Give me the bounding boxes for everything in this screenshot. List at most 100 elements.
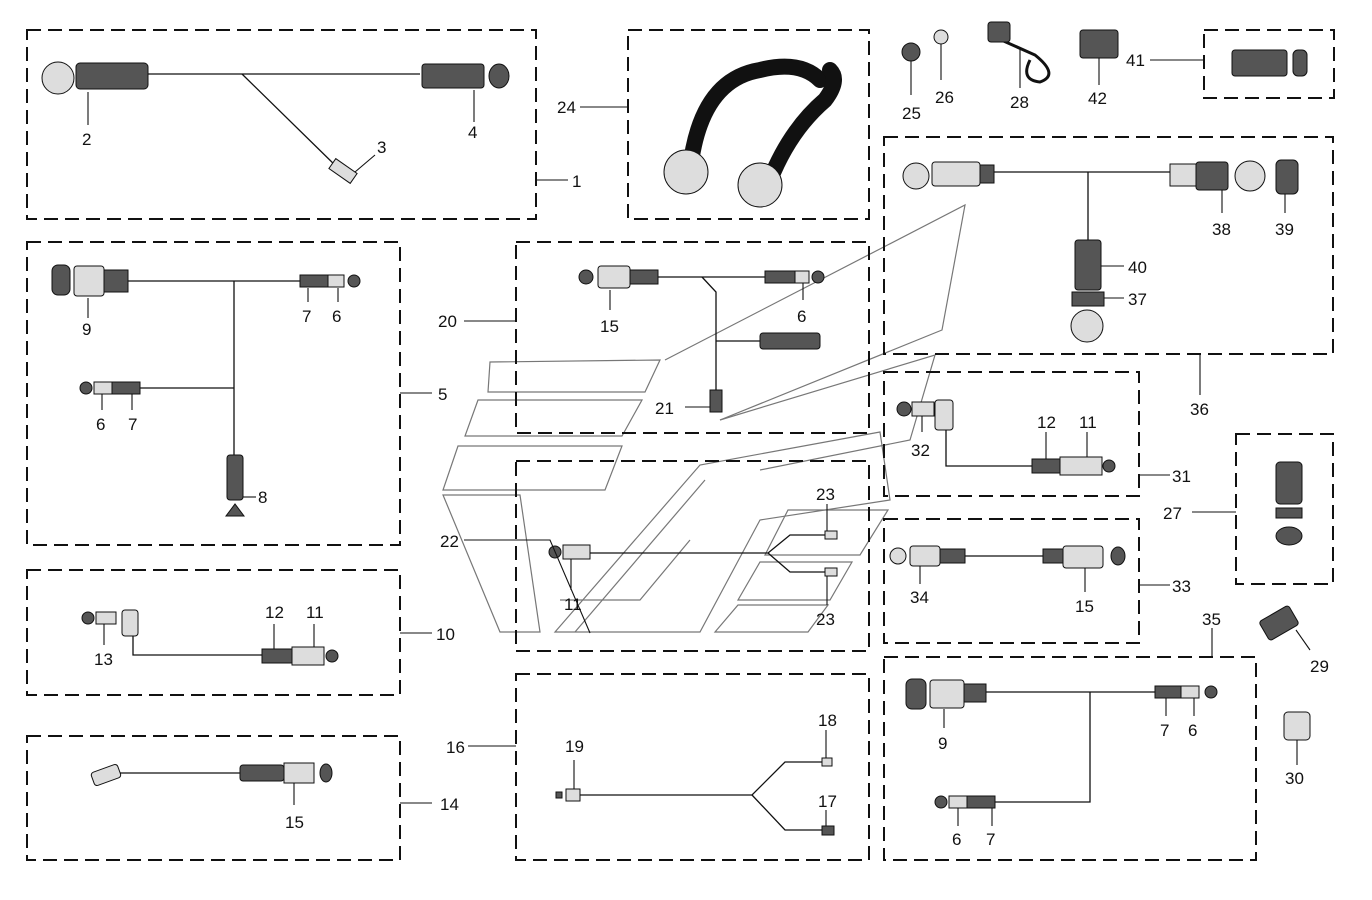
relay-42	[1079, 29, 1119, 59]
ring-37	[1071, 291, 1105, 307]
connector-38	[1195, 161, 1229, 191]
cap-39	[1275, 159, 1299, 195]
group-box-36	[883, 136, 1334, 355]
connector-24a	[663, 149, 709, 195]
plug-2	[75, 62, 149, 90]
callout-11-a: 11	[306, 603, 324, 622]
connector-15c	[239, 764, 285, 782]
callout-7-b: 7	[128, 415, 137, 434]
callout-17: 17	[818, 792, 837, 811]
callout-26: 26	[935, 88, 954, 107]
group-box-20	[515, 241, 870, 434]
callout-7-c: 7	[1160, 721, 1169, 740]
connector-6d	[1180, 685, 1200, 699]
connector-40	[1074, 239, 1102, 291]
sensor-8	[226, 454, 244, 501]
connector-13	[95, 611, 117, 625]
terminal-23b	[824, 567, 838, 577]
callout-24: 24	[557, 98, 576, 117]
callout-23-b: 23	[816, 610, 835, 629]
cap-28	[989, 33, 1051, 84]
connector-19	[565, 788, 581, 802]
callout-31: 31	[1172, 467, 1191, 486]
callout-20: 20	[438, 312, 457, 331]
group-box-1	[26, 29, 537, 220]
callout-11-b: 11	[1079, 413, 1097, 432]
cap-9	[51, 264, 71, 296]
callout-15-a: 15	[600, 317, 619, 336]
group-box-41	[1203, 29, 1335, 99]
group-box-33	[883, 518, 1140, 644]
group-box-27	[1235, 433, 1334, 585]
connector-6b	[93, 381, 113, 395]
connector-15b	[1062, 545, 1104, 569]
wires	[120, 73, 1170, 831]
callout-9-b: 9	[938, 734, 947, 753]
connector-4	[421, 63, 485, 89]
callout-10: 10	[436, 625, 455, 644]
callout-21: 21	[655, 399, 674, 418]
connector-41	[1231, 49, 1288, 77]
callout-32: 32	[911, 441, 930, 460]
vehicle-ghost-outline	[442, 203, 966, 633]
callout-35: 35	[1202, 610, 1221, 629]
cap-4	[488, 63, 510, 89]
callout-23-a: 23	[816, 485, 835, 504]
leader-lines	[87, 44, 1311, 826]
callout-6-c: 6	[797, 307, 806, 326]
callout-14: 14	[440, 795, 459, 814]
group-boxes	[26, 29, 1335, 861]
callout-29: 29	[1310, 657, 1329, 676]
callout-12-b: 12	[1037, 413, 1056, 432]
callout-2: 2	[82, 130, 91, 149]
round-connector-2	[41, 61, 75, 95]
terminal-18	[821, 757, 833, 767]
callout-19: 19	[565, 737, 584, 756]
group-box-14	[26, 735, 401, 861]
callout-6-b: 6	[96, 415, 105, 434]
connector-7a	[299, 274, 329, 288]
connector-29	[1259, 605, 1299, 641]
callout-3: 3	[377, 138, 386, 157]
callout-41: 41	[1126, 51, 1145, 70]
callout-6-e: 6	[952, 830, 961, 849]
callout-28: 28	[1010, 93, 1029, 112]
callout-42: 42	[1088, 89, 1107, 108]
callout-11-c: 11	[564, 595, 582, 614]
plug-25	[901, 42, 921, 62]
callout-34: 34	[910, 588, 929, 607]
group-box-5	[26, 241, 401, 546]
connector-24b	[737, 162, 783, 208]
connector-12a	[1031, 458, 1061, 474]
callout-4: 4	[468, 123, 477, 142]
connector-7b	[111, 381, 141, 395]
connector-11c	[291, 646, 325, 666]
connector-15a	[597, 265, 631, 289]
terminal-17	[821, 825, 835, 836]
group-box-31	[883, 371, 1140, 497]
connector-34	[909, 545, 941, 567]
connector-20b	[759, 332, 821, 350]
cover-30	[1283, 711, 1311, 741]
callout-12-a: 12	[265, 603, 284, 622]
callout-13: 13	[94, 650, 113, 669]
connector-7d	[1154, 685, 1182, 699]
group-box-35	[883, 656, 1257, 861]
connector-11a	[1059, 456, 1103, 476]
callout-18: 18	[818, 711, 837, 730]
callout-6-a: 6	[332, 307, 341, 326]
cable-24	[682, 58, 828, 178]
connector-9b	[929, 679, 965, 709]
group-box-10	[26, 569, 401, 696]
sensor-14	[90, 763, 122, 787]
callout-15-b: 15	[1075, 597, 1094, 616]
callout-1: 1	[572, 172, 581, 191]
connector-6a	[327, 274, 345, 288]
connector-7e	[966, 795, 996, 809]
callout-15-c: 15	[285, 813, 304, 832]
callout-38: 38	[1212, 220, 1231, 239]
callout-25: 25	[902, 104, 921, 123]
callout-5: 5	[438, 385, 447, 404]
group-box-22	[515, 460, 870, 652]
